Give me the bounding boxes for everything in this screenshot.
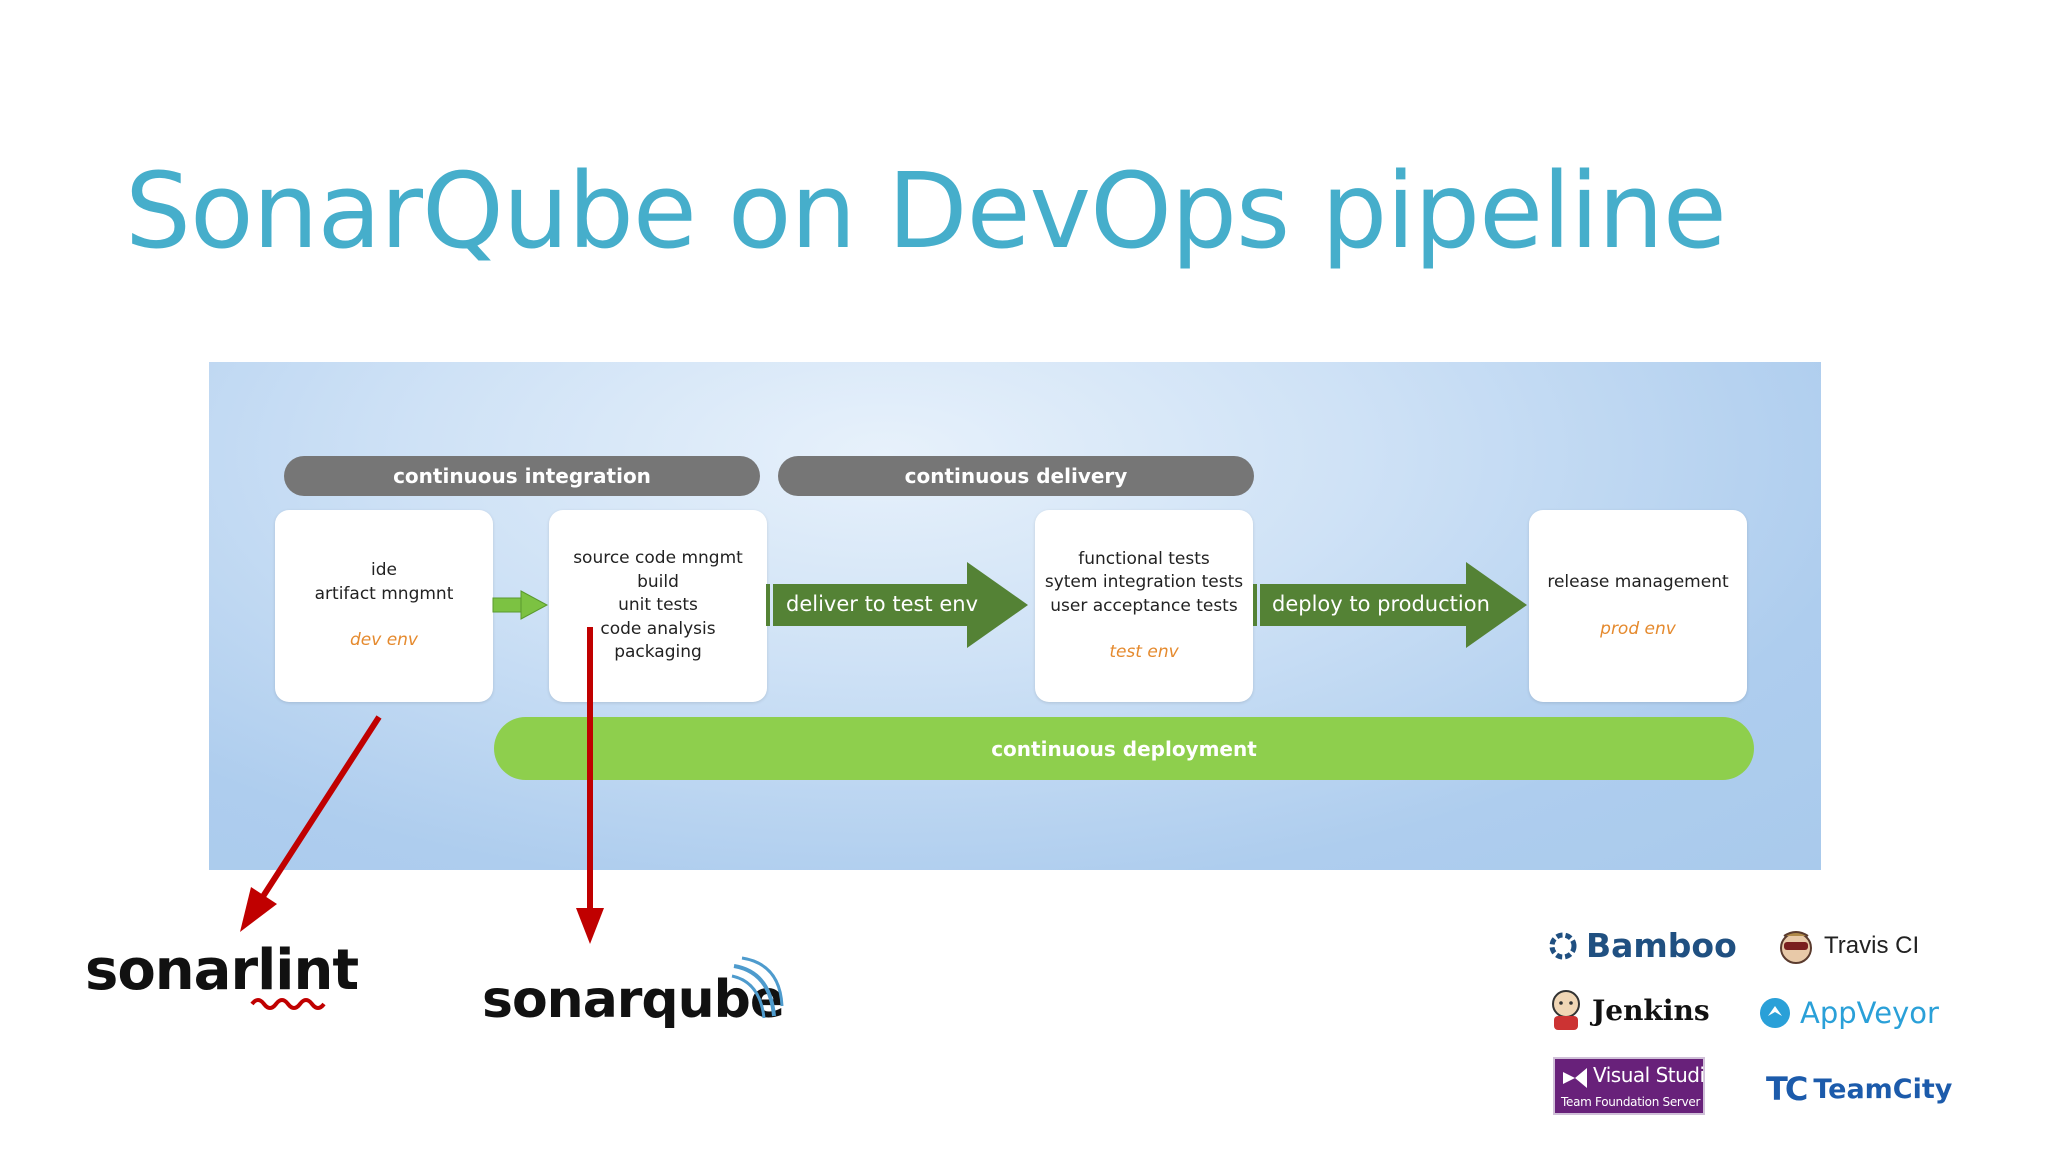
- stage-build: source code mngmt build unit tests code …: [549, 510, 767, 702]
- small-flow-arrow-icon: [492, 590, 549, 620]
- deliver-to-test-env-label: deliver to test env: [786, 592, 978, 616]
- stage-line: source code mngmt: [573, 548, 743, 569]
- stage-line: code analysis: [600, 618, 716, 639]
- stage-line: packaging: [614, 642, 702, 663]
- bamboo-icon: [1549, 932, 1577, 959]
- sonarlint-wave-icon: [250, 998, 326, 1010]
- stage-release: release management prod env: [1529, 510, 1747, 702]
- continuous-integration-label: continuous integration: [284, 456, 760, 496]
- sonarlint-logo: sonarlint: [85, 938, 359, 1003]
- stage-env: prod env: [1600, 618, 1676, 639]
- visual-studio-label: Visual Studio: [1593, 1063, 1717, 1087]
- appveyor-icon: [1760, 998, 1790, 1028]
- slide-title: SonarQube on DevOps pipeline: [125, 150, 1727, 272]
- visual-studio-tfs-logo: Visual Studio Team Foundation Server: [1553, 1057, 1717, 1115]
- stage-dev: ide artifact mngmnt dev env: [275, 510, 493, 702]
- visual-studio-icon: [1563, 1068, 1587, 1088]
- jenkins-butler-icon: [1552, 990, 1580, 1030]
- pipeline-diagram: continuous integration continuous delive…: [209, 362, 1821, 870]
- stage-line: user acceptance tests: [1050, 595, 1238, 616]
- stage-line: artifact mngmnt: [314, 583, 454, 604]
- travis-mascot-icon: [1780, 931, 1812, 964]
- bamboo-label: Bamboo: [1586, 926, 1737, 965]
- stage-line: ide: [371, 560, 397, 581]
- continuous-delivery-label: continuous delivery: [778, 456, 1254, 496]
- teamcity-label: TeamCity: [1813, 1073, 1953, 1105]
- stage-line: release management: [1547, 572, 1729, 592]
- appveyor-logo: AppVeyor: [1758, 996, 1939, 1030]
- continuous-deployment-bar: continuous deployment: [494, 717, 1754, 780]
- stage-env: dev env: [349, 630, 418, 651]
- stage-line: sytem integration tests: [1044, 572, 1244, 592]
- travis-label: Travis CI: [1824, 932, 1920, 959]
- teamcity-logo: TC TeamCity: [1766, 1070, 1952, 1108]
- deploy-to-production-label: deploy to production: [1272, 592, 1490, 616]
- deploy-arrow-icon: [1253, 562, 1527, 648]
- stage-line: functional tests: [1078, 548, 1210, 569]
- deliver-arrow-icon: [766, 562, 1028, 648]
- appveyor-label: AppVeyor: [1800, 996, 1939, 1030]
- tfs-label: Team Foundation Server: [1561, 1095, 1701, 1109]
- jenkins-logo: Jenkins: [1548, 988, 1710, 1032]
- teamcity-icon: TC: [1766, 1070, 1808, 1108]
- stage-test: functional tests sytem integration tests…: [1035, 510, 1253, 702]
- bamboo-logo: Bamboo: [1548, 926, 1737, 965]
- stage-env: test env: [1109, 642, 1179, 662]
- jenkins-label: Jenkins: [1592, 993, 1710, 1027]
- sonarqube-logo: sonarqube: [482, 970, 785, 1030]
- sonarqube-waves-icon: [731, 956, 784, 1019]
- stage-line: unit tests: [618, 595, 698, 616]
- stage-line: build: [637, 571, 679, 592]
- travis-ci-logo: Travis CI: [1776, 926, 1919, 966]
